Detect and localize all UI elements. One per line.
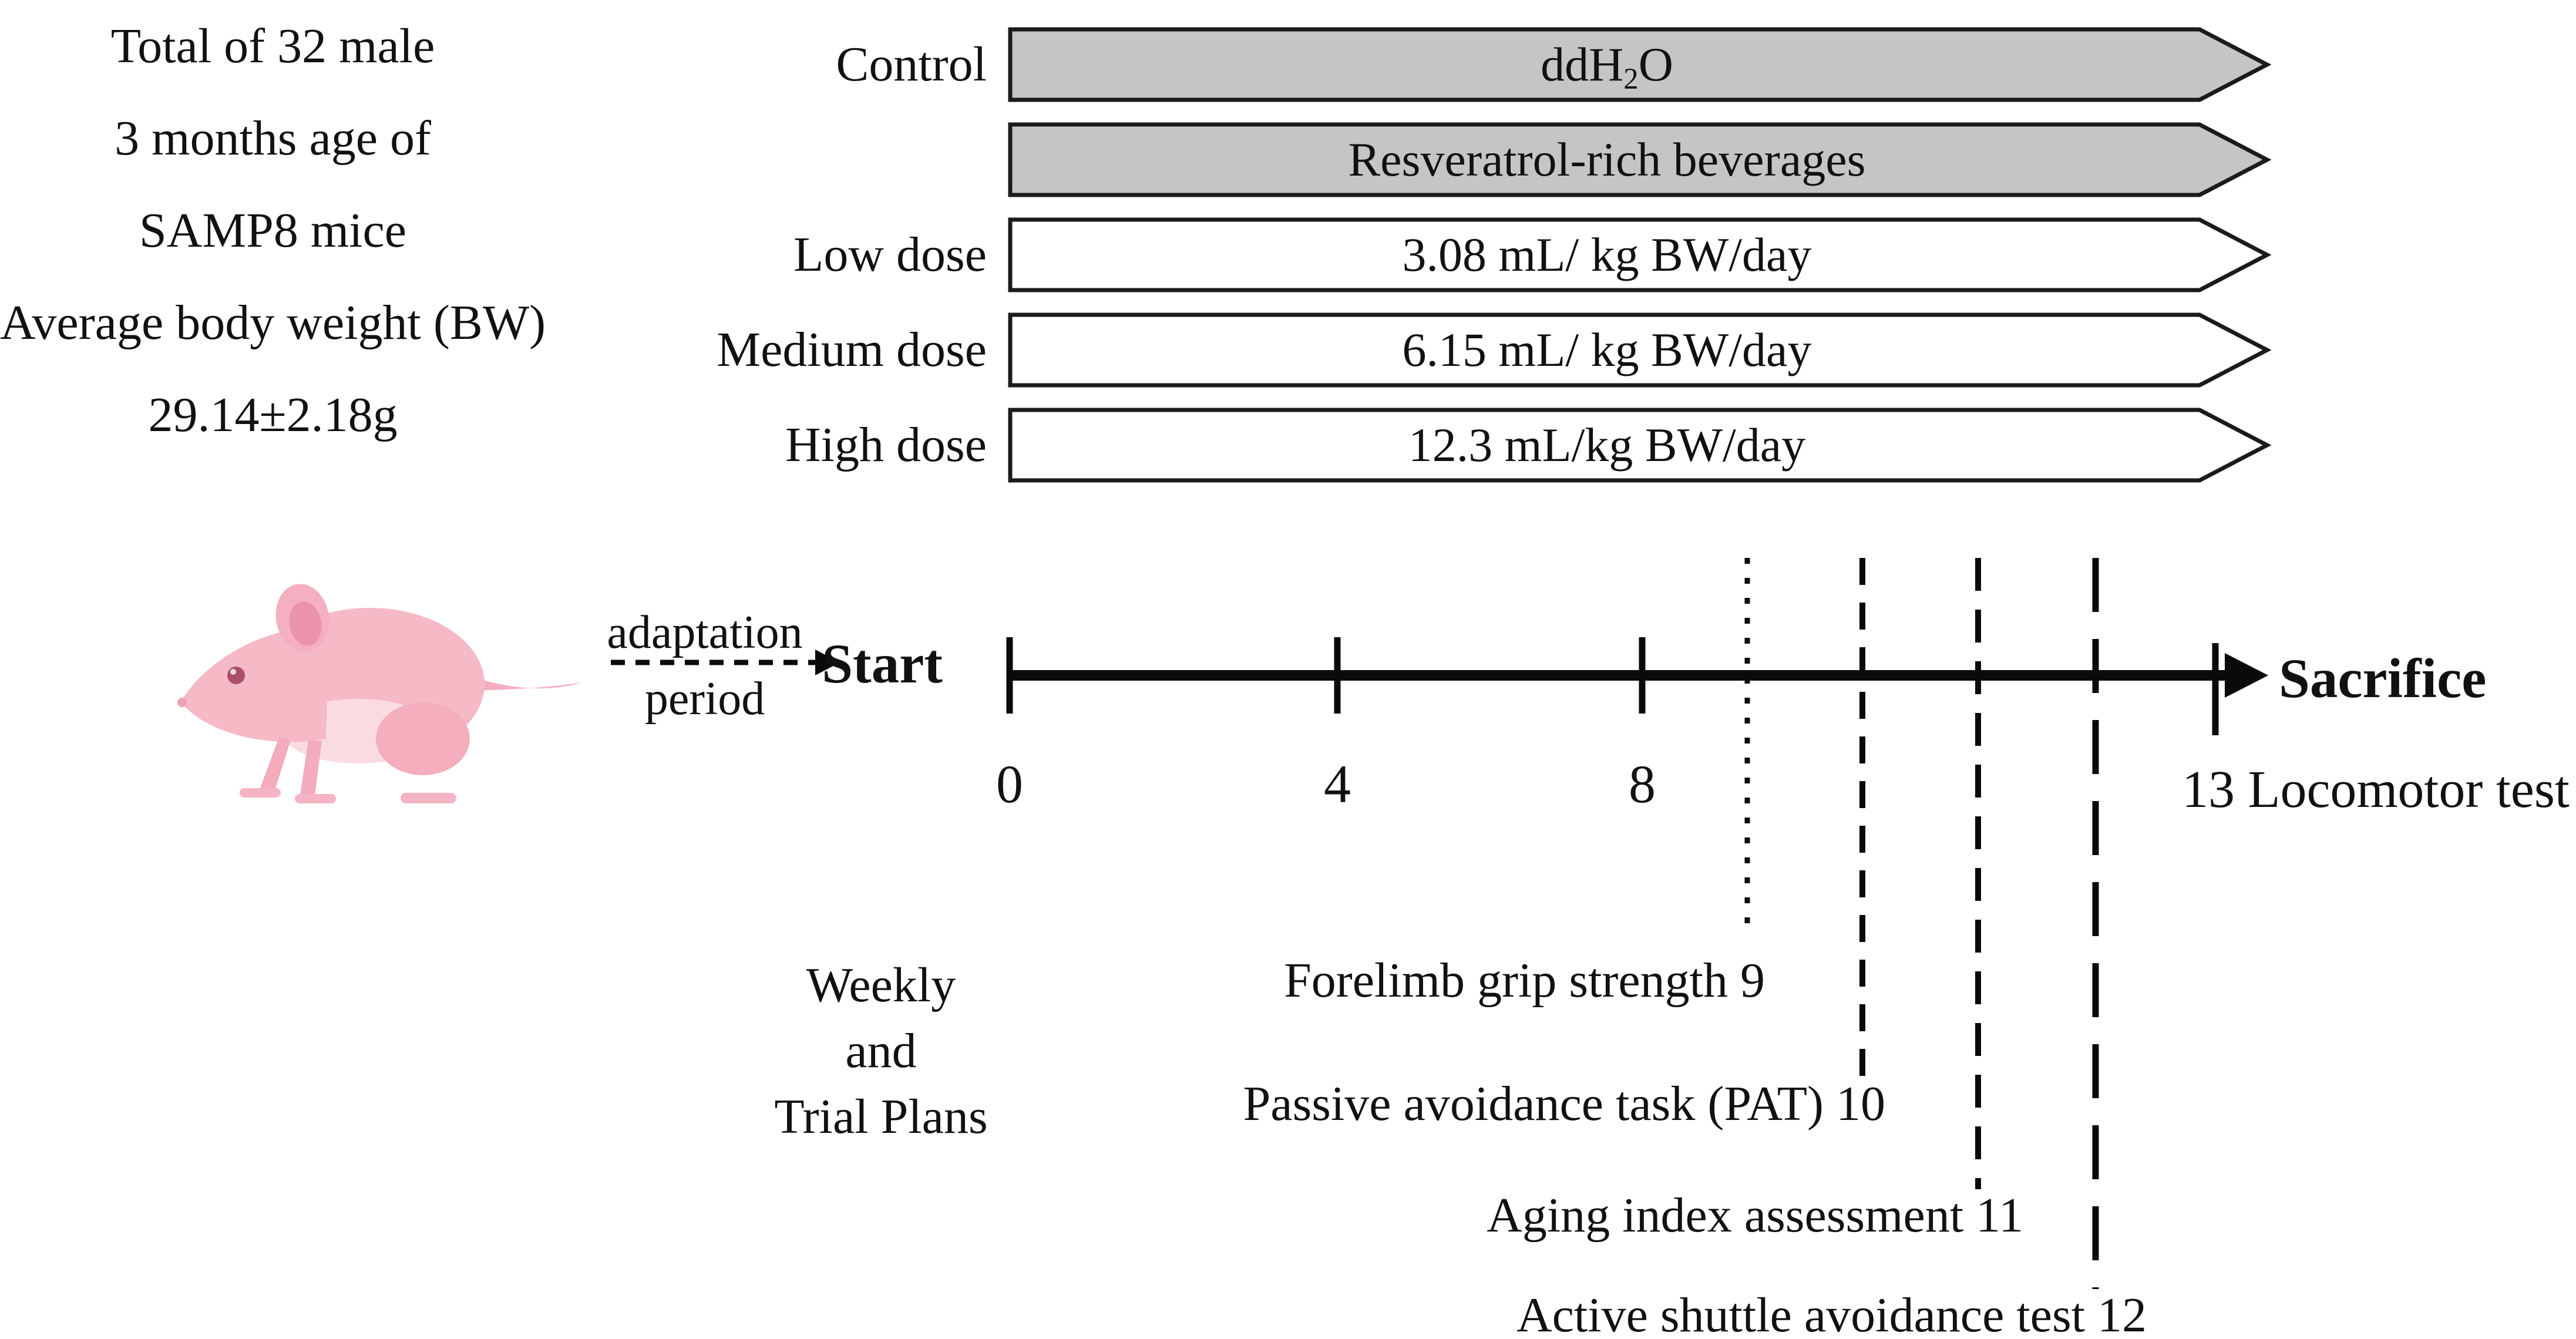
group-label-control: Control: [836, 37, 987, 92]
week-label-8: 8: [1629, 754, 1656, 814]
bar-resveratrol-shape: [1008, 122, 2272, 197]
bar-text-high-dose: 12.3 mL/kg BW/day: [1408, 418, 1806, 472]
test-label-active-shuttle: Active shuttle avoidance test 12: [1516, 1288, 2147, 1339]
bar-text-low-dose: 3.08 mL/ kg BW/day: [1402, 228, 1812, 281]
test-label-forelimb-grip: Forelimb grip strength 9: [1284, 953, 1765, 1008]
timeline-arrowhead-icon: [2225, 653, 2268, 698]
week-label-4: 4: [1324, 754, 1351, 814]
bar-text-resveratrol: Resveratrol-rich beverages: [1348, 133, 1866, 186]
mouse-illustration: [177, 584, 583, 803]
subject-info-line: SAMP8 mice: [139, 203, 407, 258]
adaptation-label: adaptation: [607, 607, 803, 658]
subject-info-line: 29.14±2.18g: [148, 388, 398, 442]
subject-info-block: Total of 32 male 3 months age of SAMP8 m…: [0, 0, 546, 461]
ddh2o-subscript: 2: [1623, 62, 1639, 96]
mouse-hind-foot: [401, 793, 456, 803]
mouse-hind-leg: [376, 702, 470, 775]
bar-text-medium-dose: 6.15 mL/ kg BW/day: [1402, 323, 1812, 376]
trial-plans-header-line: and: [845, 1024, 917, 1078]
mouse-ear-inner: [289, 601, 322, 646]
mouse-front-leg: [300, 740, 322, 800]
week-label-0: 0: [996, 754, 1023, 814]
mouse-tail: [471, 677, 583, 691]
bar-low-dose-shape: [1008, 217, 2272, 292]
group-label-low-dose: Low dose: [793, 227, 987, 282]
start-label: Start: [822, 633, 943, 695]
bar-text-ddh2o: ddH2O: [1011, 29, 2203, 100]
mouse-nose: [177, 698, 187, 707]
subject-info-line: Total of 32 male: [110, 19, 435, 73]
mouse-front-foot: [295, 794, 336, 803]
bar-high-dose-shape: [1008, 408, 2272, 483]
ddh2o-suffix: O: [1638, 38, 1673, 91]
week-13-locomotor-label: 13 Locomotor test: [2182, 761, 2570, 819]
bar-control-shape: [1008, 27, 2272, 102]
mouse-head: [181, 628, 329, 742]
trial-plans-header-line: Trial Plans: [774, 1089, 988, 1144]
group-label-medium-dose: Medium dose: [717, 322, 987, 377]
mouse-eye-highlight: [230, 669, 236, 675]
group-label-high-dose: High dose: [785, 418, 987, 472]
mouse-front-leg: [258, 737, 291, 796]
ddh2o-prefix: ddH: [1541, 38, 1624, 91]
sacrifice-label: Sacrifice: [2279, 647, 2487, 709]
adaptation-arrowhead-icon: [815, 650, 840, 675]
trial-plans-header: Weekly and Trial Plans: [705, 953, 1057, 1150]
mouse-front-foot: [240, 788, 281, 798]
subject-info-line: Average body weight (BW): [0, 295, 546, 350]
period-label: period: [644, 673, 765, 725]
test-label-passive-avoidance: Passive avoidance task (PAT) 10: [1243, 1076, 1885, 1131]
bar-medium-dose-shape: [1008, 312, 2272, 388]
subject-info-line: 3 months age of: [115, 111, 432, 166]
trial-plans-header-line: Weekly: [806, 958, 956, 1012]
dose-bars-graphic: [1008, 27, 2272, 483]
timeline-graphic: [611, 558, 2268, 1289]
test-label-aging-index: Aging index assessment 11: [1487, 1188, 2023, 1243]
